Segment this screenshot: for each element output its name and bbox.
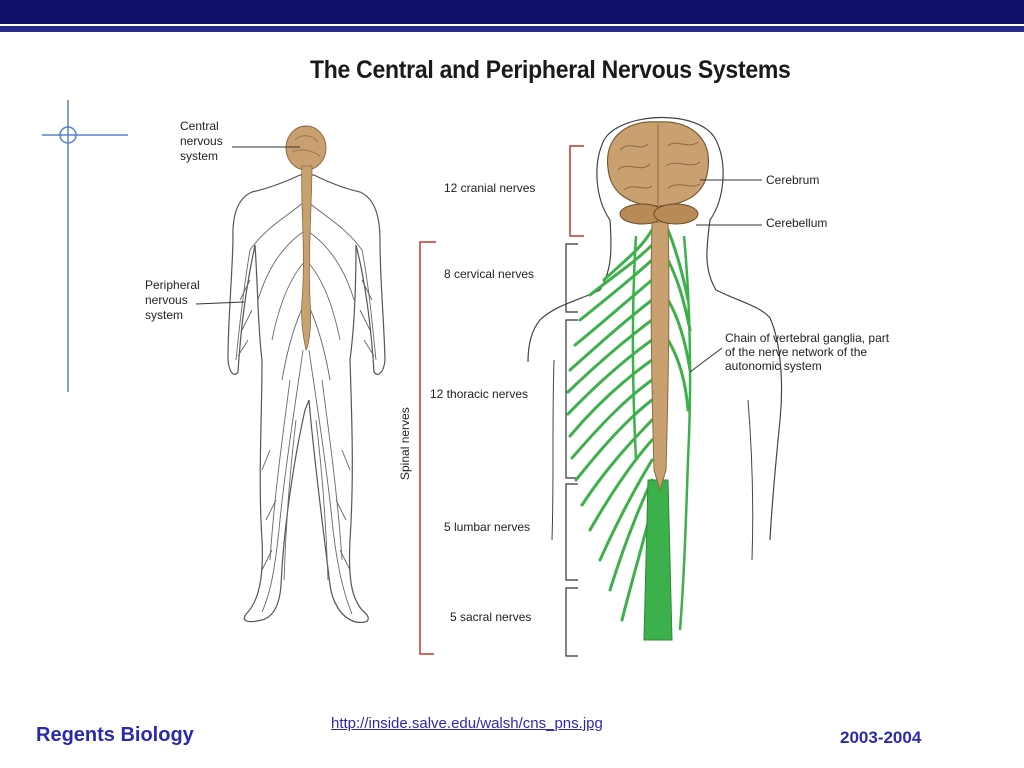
course-name: Regents Biology [36, 724, 194, 746]
svg-text:of the nerve network of the: of the nerve network of the [725, 345, 867, 359]
spinal-bracket: Spinal nerves [398, 241, 436, 655]
top-banner [0, 0, 1024, 24]
cns-label: Central nervous system [180, 119, 223, 163]
svg-text:system: system [180, 149, 218, 163]
ganglia-label: Chain of vertebral ganglia, part of the … [725, 331, 890, 373]
cranial-bracket: 12 cranial nerves [444, 145, 584, 237]
torso-figure [527, 116, 783, 641]
pns-leader-line [195, 301, 245, 305]
pns-label: Peripheral nervous system [145, 278, 200, 322]
nerve-group-label: 12 cranial nerves [444, 181, 535, 195]
group-brackets [565, 243, 578, 657]
nerve-group-label: 5 sacral nerves [450, 610, 531, 624]
cerebellum-label: Cerebellum [766, 216, 827, 230]
spinal-nerves-label: Spinal nerves [398, 407, 412, 480]
nerve-group-label: 12 thoracic nerves [430, 387, 528, 401]
cerebrum-label: Cerebrum [766, 173, 819, 187]
nerve-group-label: 5 lumbar nerves [444, 520, 530, 534]
svg-text:Central: Central [180, 119, 219, 133]
crosshair-decoration [42, 100, 128, 392]
source-link[interactable]: http://inside.salve.edu/walsh/cns_pns.jp… [331, 715, 603, 732]
top-banner-stripe [0, 26, 1024, 32]
svg-text:nervous: nervous [180, 134, 223, 148]
year-range: 2003-2004 [840, 728, 922, 747]
svg-text:nervous: nervous [145, 293, 188, 307]
svg-text:Peripheral: Peripheral [145, 278, 200, 292]
body-figure [227, 125, 386, 623]
nerve-group-label: 8 cervical nerves [444, 267, 534, 281]
svg-text:autonomic system: autonomic system [725, 359, 822, 373]
slide-title: The Central and Peripheral Nervous Syste… [310, 56, 791, 84]
ganglia-leader-line [689, 347, 723, 373]
svg-text:system: system [145, 308, 183, 322]
svg-text:Chain of vertebral ganglia, pa: Chain of vertebral ganglia, part [725, 331, 890, 345]
